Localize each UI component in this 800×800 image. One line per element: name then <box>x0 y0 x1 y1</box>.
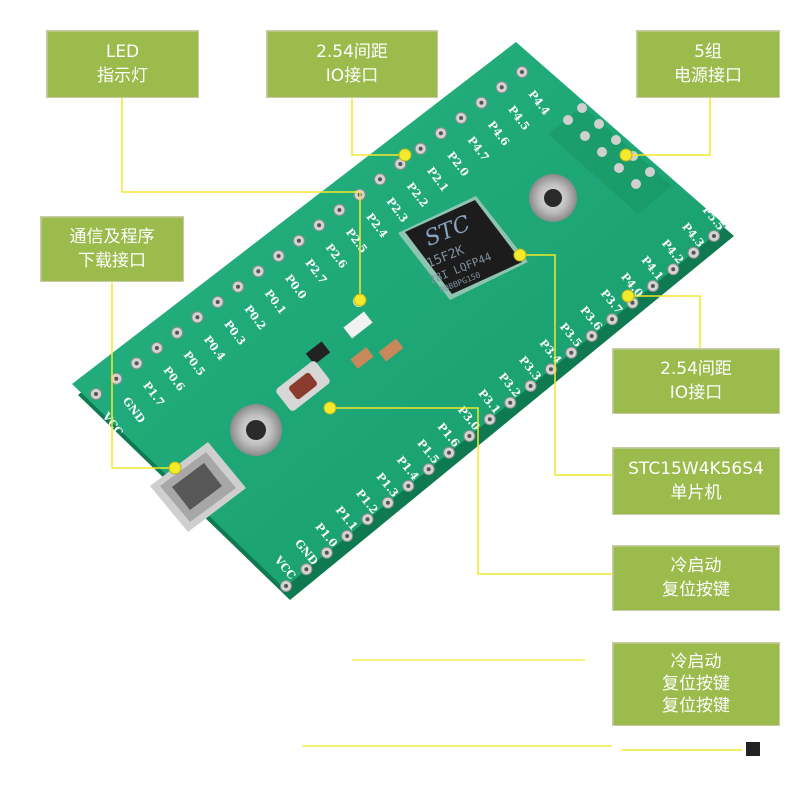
callout-led-line1: LED <box>105 42 140 62</box>
header-pin-hole <box>337 208 342 212</box>
header-pin-hole <box>215 300 220 304</box>
callout-reset-ghost: 冷启动 复位按键 复位按键 <box>612 642 780 726</box>
header-pin-hole <box>345 534 350 538</box>
header-pin-hole <box>459 116 464 120</box>
power-header <box>548 103 672 214</box>
header-pin-hole <box>324 550 329 555</box>
header-pin-hole <box>691 250 696 255</box>
header-pin-hole <box>357 192 362 197</box>
mounting-hole-top <box>529 174 577 222</box>
callout-io-right: 2.54间距 IO接口 <box>612 348 780 414</box>
callout-io-top-line2: IO接口 <box>325 66 379 86</box>
header-pin-hole <box>365 517 370 522</box>
header-pin-hole <box>114 376 119 381</box>
header-pin-hole <box>438 131 443 136</box>
header-pin-hole <box>520 70 524 74</box>
header-pin-hole <box>284 584 288 588</box>
callout-reset-ghost-line3: 复位按键 <box>662 696 730 716</box>
header-pin-hole <box>487 417 492 422</box>
callout-power: 5组 电源接口 <box>636 30 780 98</box>
header-pin-hole <box>134 361 139 366</box>
header-pin-hole <box>569 350 574 355</box>
callout-led: LED 指示灯 <box>46 30 199 98</box>
header-pin-hole <box>304 567 309 572</box>
micro-usb-port <box>150 442 246 532</box>
header-pin-hole <box>385 500 390 505</box>
header-pin-hole <box>671 267 676 272</box>
mcu-chip: STC 15F2K 28I LQFP44 R0BBPG150 <box>398 196 528 300</box>
callout-io-top-line1: 2.54间距 <box>316 42 388 62</box>
callout-reset-line2: 复位按键 <box>662 580 730 600</box>
header-pin-hole <box>236 284 240 289</box>
header-pin-hole <box>650 284 655 288</box>
header-pin-hole <box>276 254 281 258</box>
callout-power-line1: 5组 <box>694 42 722 62</box>
header-pin-hole <box>317 223 322 228</box>
header-pin-hole <box>508 400 513 405</box>
callout-io-right-line1: 2.54间距 <box>660 359 732 379</box>
header-pin-hole <box>610 317 615 322</box>
callout-reset-ghost-line1: 冷启动 <box>670 652 722 672</box>
header-pin-hole <box>426 467 431 472</box>
header-pin-hole <box>195 315 200 320</box>
header-pin-hole <box>479 100 484 105</box>
header-pin-hole <box>549 367 553 372</box>
header-pin-hole <box>418 146 423 151</box>
header-pin-hole <box>630 300 635 305</box>
callout-comm-line1: 通信及程序 <box>69 227 155 247</box>
callout-comm: 通信及程序 下载接口 <box>40 216 184 282</box>
header-pin-hole <box>712 234 716 238</box>
mounting-hole-bottom <box>230 404 282 456</box>
header-pin-hole <box>406 484 411 488</box>
callout-mcu-line1: STC15W4K56S4 <box>628 459 764 479</box>
callout-reset-ghost-line2: 复位按键 <box>662 674 730 694</box>
header-pin-hole <box>378 177 382 182</box>
header-pin-hole <box>499 85 504 90</box>
header-pin-hole <box>589 334 594 338</box>
callout-io-top: 2.54间距 IO接口 <box>266 30 438 98</box>
callout-mcu-line2: 单片机 <box>670 483 722 503</box>
callout-mcu: STC15W4K56S4 单片机 <box>612 447 780 515</box>
callout-comm-line2: 下载接口 <box>78 251 146 271</box>
callout-io-right-line2: IO接口 <box>669 383 723 403</box>
header-pin-hole <box>447 450 451 455</box>
reset-button-component <box>276 361 330 411</box>
led-indicator <box>353 295 365 307</box>
callout-power-line2: 电源接口 <box>674 66 742 86</box>
header-pin-hole <box>296 238 301 243</box>
header-pin-hole <box>528 384 533 388</box>
header-pin-hole <box>175 330 180 335</box>
header-pin-hole <box>398 162 403 166</box>
header-pin-hole <box>154 346 159 350</box>
header-pin-hole <box>256 269 261 274</box>
callout-reset: 冷启动 复位按键 <box>612 545 780 611</box>
callout-led-line2: 指示灯 <box>97 66 148 86</box>
header-pin-hole <box>94 392 98 396</box>
header-pin-hole <box>467 434 472 438</box>
callout-reset-line1: 冷启动 <box>670 556 722 576</box>
